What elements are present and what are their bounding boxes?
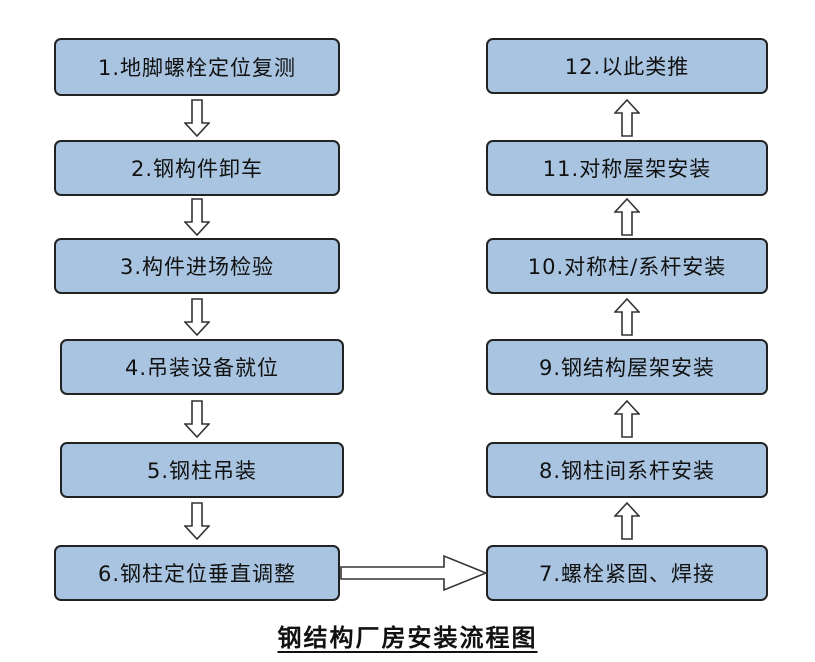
up-arrow-icon — [614, 400, 640, 438]
up-arrow-icon — [614, 298, 640, 336]
step-8-box: 8.钢柱间系杆安装 — [486, 442, 768, 498]
step-2-label: 2.钢构件卸车 — [130, 157, 264, 181]
step-6-label: 6.钢柱定位垂直调整 — [97, 562, 297, 586]
step-3-label: 3.构件进场检验 — [119, 255, 275, 279]
step-2-box: 2.钢构件卸车 — [54, 140, 340, 196]
step-1-box: 1.地脚螺栓定位复测 — [54, 38, 340, 96]
step-12-box: 12.以此类推 — [486, 38, 768, 94]
step-4-label: 4.吊装设备就位 — [124, 356, 280, 380]
step-11-box: 11.对称屋架安装 — [486, 140, 768, 196]
up-arrow-icon — [614, 99, 640, 137]
step-4-box: 4.吊装设备就位 — [60, 339, 344, 395]
caption-text: 钢结构厂房安装流程图 — [277, 624, 538, 652]
down-arrow-icon — [184, 400, 210, 438]
down-arrow-icon — [184, 198, 210, 236]
step-1-label: 1.地脚螺栓定位复测 — [97, 56, 297, 80]
step-9-box: 9.钢结构屋架安装 — [486, 339, 768, 395]
step-7-box: 7.螺栓紧固、焊接 — [486, 545, 768, 601]
down-arrow-icon — [184, 298, 210, 336]
step-6-box: 6.钢柱定位垂直调整 — [54, 545, 340, 601]
diagram-caption: 钢结构厂房安装流程图 — [0, 618, 815, 653]
step-10-box: 10.对称柱/系杆安装 — [486, 238, 768, 294]
up-arrow-icon — [614, 502, 640, 540]
step-12-label: 12.以此类推 — [564, 55, 690, 79]
down-arrow-icon — [184, 99, 210, 137]
step-10-label: 10.对称柱/系杆安装 — [527, 255, 727, 279]
step-7-label: 7.螺栓紧固、焊接 — [538, 562, 716, 586]
right-arrow-icon — [340, 553, 489, 597]
step-9-label: 9.钢结构屋架安装 — [538, 356, 716, 380]
step-5-label: 5.钢柱吊装 — [146, 459, 258, 483]
step-5-box: 5.钢柱吊装 — [60, 442, 344, 498]
step-3-box: 3.构件进场检验 — [54, 238, 340, 294]
step-11-label: 11.对称屋架安装 — [542, 157, 712, 181]
down-arrow-icon — [184, 502, 210, 540]
step-8-label: 8.钢柱间系杆安装 — [538, 459, 716, 483]
up-arrow-icon — [614, 198, 640, 236]
